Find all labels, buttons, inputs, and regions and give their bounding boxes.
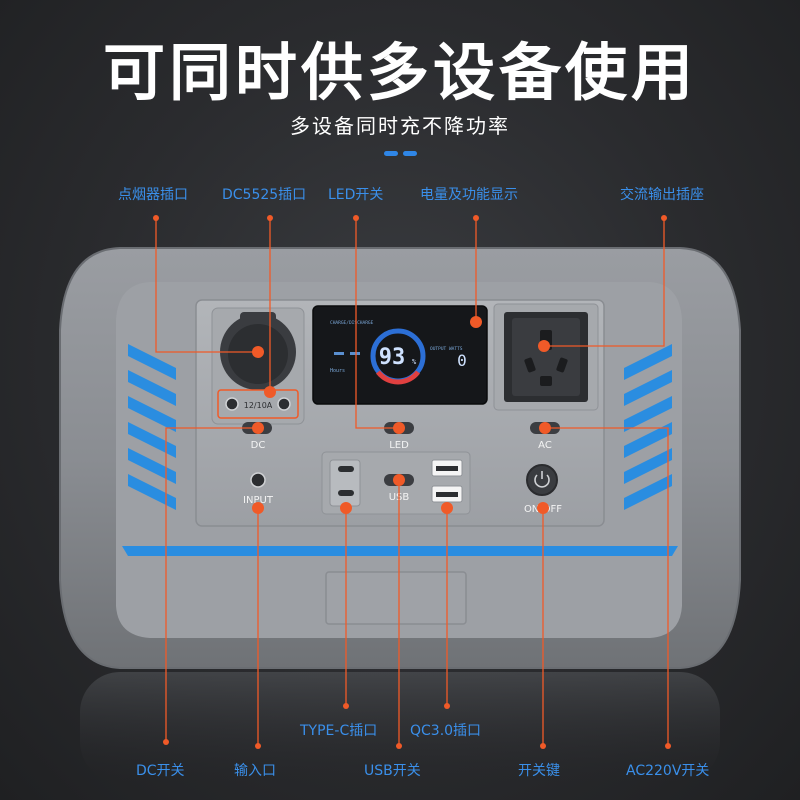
headline: 可同时供多设备使用	[102, 36, 697, 109]
dc-rating-text: 12/10A	[244, 401, 273, 410]
ac-button-label: AC	[538, 440, 552, 451]
lcd-percent-sign: %	[412, 358, 417, 366]
callout-lines	[155, 218, 669, 745]
dc5525-port-1	[225, 397, 239, 411]
subheadline: 多设备同时充不降功率	[290, 114, 510, 138]
label-usb-switch: USB开关	[364, 763, 421, 779]
label-ac220v-switch: AC220V开关	[626, 763, 710, 779]
lcd-top-caption: CHARGE/DISCHARGE	[330, 320, 374, 326]
blue-stripe	[122, 546, 678, 556]
label-dc-switch: DC开关	[136, 763, 185, 779]
label-qc30-port: QC3.0插口	[410, 723, 482, 739]
label-typec-port: TYPE-C插口	[300, 723, 378, 739]
input-port	[250, 472, 266, 488]
dc-button-label: DC	[251, 440, 266, 451]
label-cigarette-socket: 点烟器插口	[118, 187, 188, 203]
led-button-label: LED	[389, 440, 409, 451]
label-ac-socket: 交流输出插座	[620, 187, 704, 203]
label-input-port: 输入口	[234, 763, 276, 779]
lcd-left-caption: Hours	[330, 368, 345, 374]
label-led-switch: LED开关	[328, 187, 384, 203]
power-button	[526, 464, 558, 496]
left-vent	[128, 344, 176, 510]
dc5525-port-2	[277, 397, 291, 411]
typec-port-2	[338, 490, 354, 496]
lcd-percent: 93	[379, 345, 406, 370]
label-battery-display: 电量及功能显示	[420, 187, 518, 203]
input-label: INPUT	[243, 495, 274, 506]
right-vent	[624, 344, 672, 510]
callout-dots	[153, 215, 671, 749]
label-power-key: 开关键	[518, 763, 560, 779]
lcd-right-caption: OUTPUT WATTS	[430, 346, 463, 352]
typec-port-1	[338, 466, 354, 472]
divider-dots	[384, 151, 418, 157]
lcd-right-value: 0	[457, 351, 467, 370]
floor-reflection	[80, 672, 720, 782]
lower-lid	[325, 571, 467, 625]
label-dc5525-port: DC5525插口	[222, 187, 307, 203]
